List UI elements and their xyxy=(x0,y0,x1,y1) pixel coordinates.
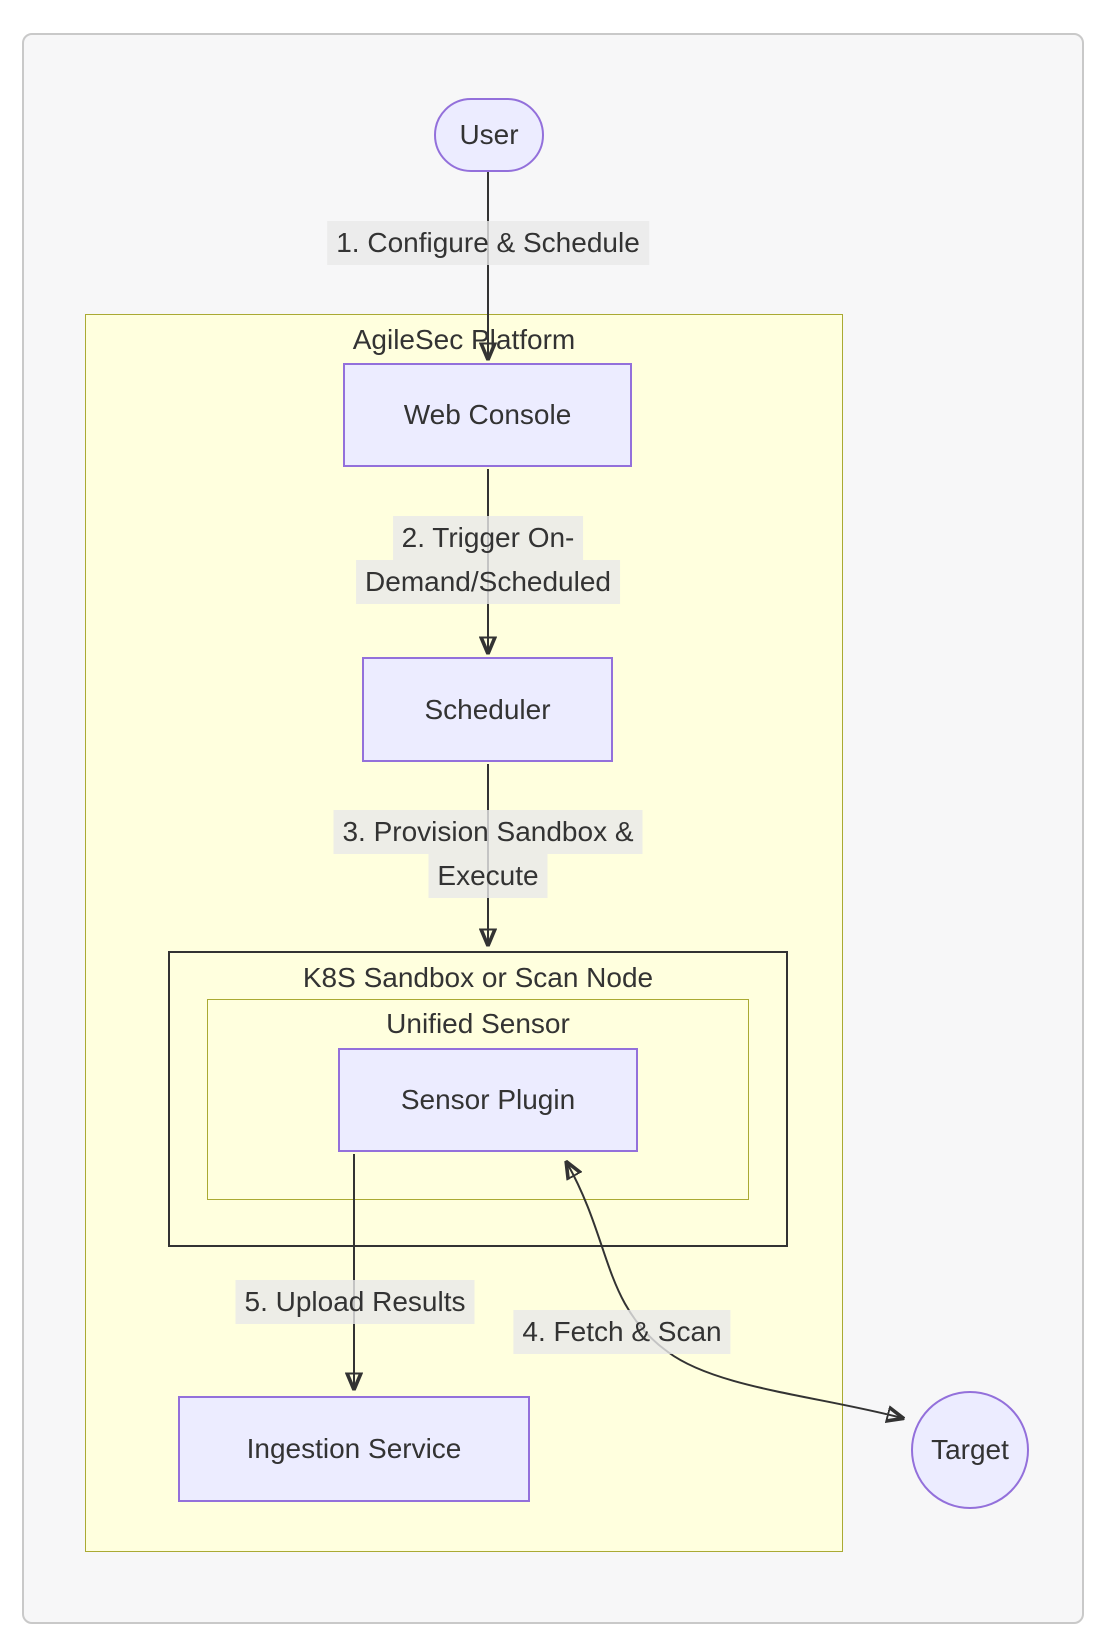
edge-label-provision: 3. Provision Sandbox & Execute xyxy=(333,810,643,898)
edge-label-configure-schedule-line1: 1. Configure & Schedule xyxy=(327,221,649,265)
node-ingestion-service: Ingestion Service xyxy=(178,1396,530,1502)
node-user: User xyxy=(434,98,544,172)
edge-label-upload-results-line1: 5. Upload Results xyxy=(235,1280,475,1324)
node-web-console-label: Web Console xyxy=(403,399,572,430)
cluster-unified-sensor-label: Unified Sensor xyxy=(386,1008,570,1039)
edge-label-provision-line2: Execute xyxy=(428,854,548,898)
node-web-console: Web Console xyxy=(343,363,632,467)
node-ingestion-service-label: Ingestion Service xyxy=(246,1433,462,1464)
node-target: Target xyxy=(911,1391,1029,1509)
node-user-label: User xyxy=(459,119,519,150)
node-scheduler-label: Scheduler xyxy=(424,693,551,725)
cluster-k8s-sandbox-label: K8S Sandbox or Scan Node xyxy=(302,962,654,993)
edge-label-fetch-scan: 4. Fetch & Scan xyxy=(513,1310,731,1354)
edge-label-trigger-line1: 2. Trigger On- xyxy=(392,516,584,560)
node-sensor-plugin: Sensor Plugin xyxy=(338,1048,638,1152)
edge-label-provision-line1: 3. Provision Sandbox & xyxy=(333,810,643,854)
cluster-agilesec-platform: AgileSec Platform xyxy=(85,314,843,1552)
edge-label-upload-results: 5. Upload Results xyxy=(235,1280,475,1324)
cluster-agilesec-platform-label: AgileSec Platform xyxy=(352,324,576,355)
edge-label-trigger-line2: Demand/Scheduled xyxy=(356,560,620,604)
node-sensor-plugin-label: Sensor Plugin xyxy=(400,1084,576,1115)
node-scheduler: Scheduler xyxy=(362,657,613,762)
edge-label-fetch-scan-line1: 4. Fetch & Scan xyxy=(513,1310,731,1354)
edge-label-configure-schedule: 1. Configure & Schedule xyxy=(327,221,649,265)
edge-label-trigger: 2. Trigger On- Demand/Scheduled xyxy=(356,516,620,604)
node-target-label: Target xyxy=(931,1434,1009,1465)
